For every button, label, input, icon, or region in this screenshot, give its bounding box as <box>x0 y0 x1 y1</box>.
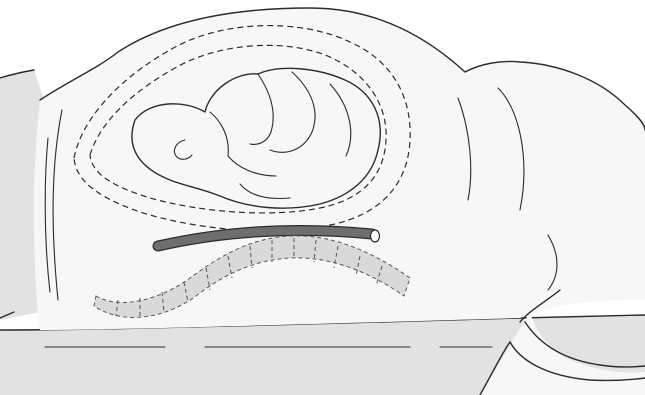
pregnant-abdomen <box>34 8 645 330</box>
vessel-opening <box>371 230 380 242</box>
